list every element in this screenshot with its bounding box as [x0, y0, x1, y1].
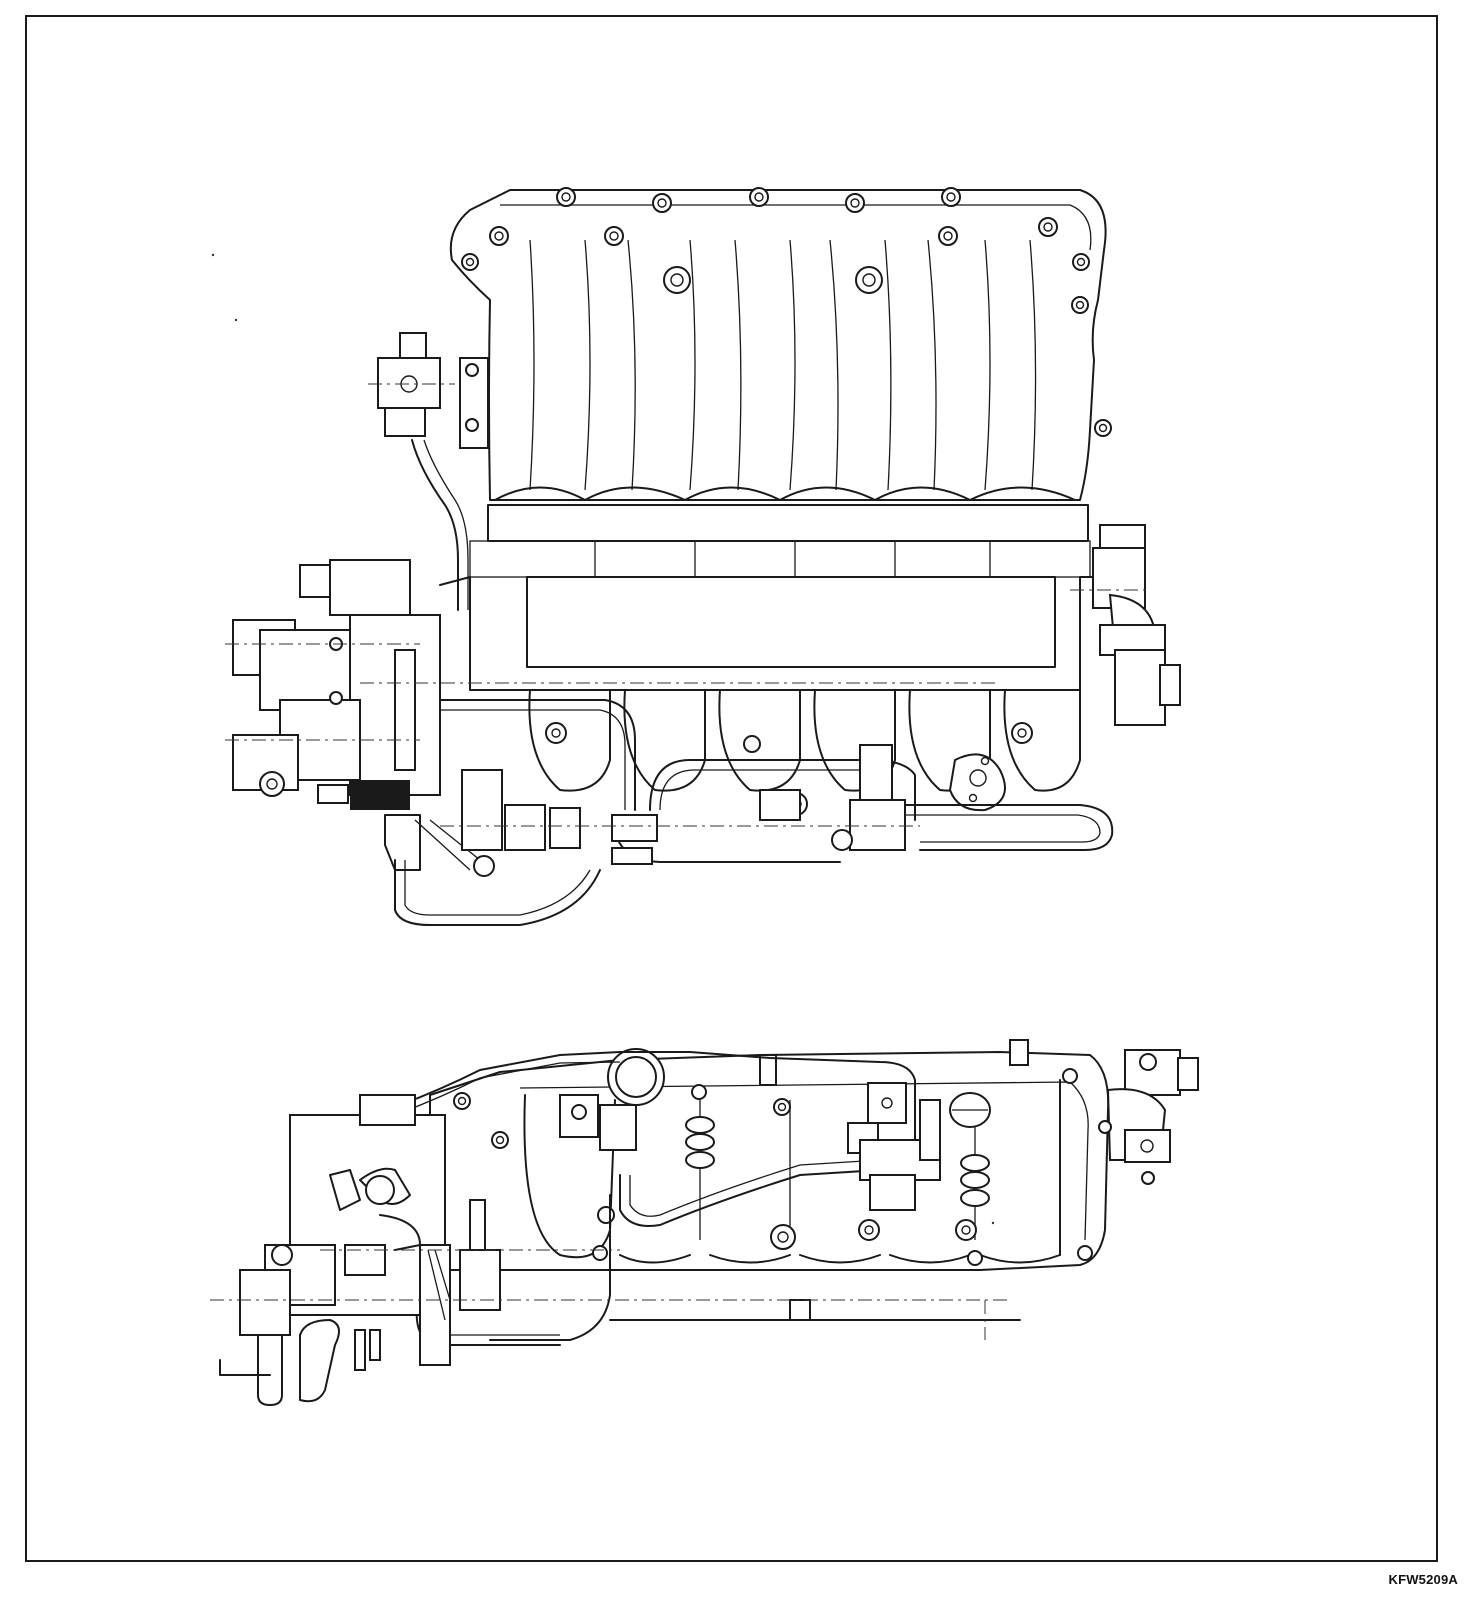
throttle-body-side: [225, 559, 481, 871]
figure-code: KFW5209A: [1388, 1572, 1458, 1587]
pressure-regulator: [440, 735, 920, 877]
right-sensor-plan: [1098, 1049, 1199, 1185]
plenum: [449, 187, 1112, 501]
vacuum-hoses: [394, 439, 916, 926]
map-sensor: [368, 332, 489, 449]
upper-view: [225, 187, 1181, 926]
lower-manifold: [439, 504, 1101, 816]
pcv-port: [559, 1048, 777, 1151]
coolant-pipe: [904, 804, 1114, 851]
lower-view: [210, 1039, 1199, 1406]
figure-frame: [25, 15, 1438, 1562]
right-sensors: [1070, 524, 1181, 726]
injector-assembly: [847, 1082, 941, 1211]
